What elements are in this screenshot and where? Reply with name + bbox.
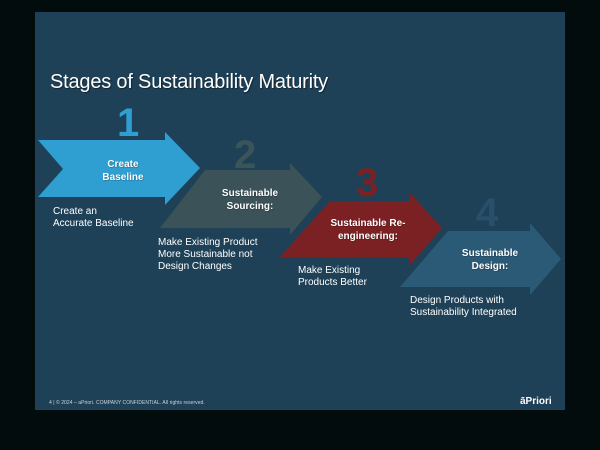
stage-3-label-line1: Sustainable Re-	[330, 218, 406, 229]
stage-2-label-line1: Sustainable	[221, 188, 279, 199]
slide-footer: 4 | © 2024 – aPriori. COMPANY CONFIDENTI…	[49, 400, 205, 406]
stage-2-description-line1: Make Existing Product	[158, 237, 258, 248]
stage-4-label-line2: Design:	[471, 261, 509, 272]
stages-diagram	[38, 132, 561, 295]
stage-2-label-line2: Sourcing:	[226, 201, 274, 212]
stage-2-description: Make Existing Product More Sustainable n…	[158, 237, 258, 273]
stage-4-description: Design Products with Sustainability Inte…	[410, 295, 517, 319]
stage-4-label-line1: Sustainable	[461, 248, 519, 259]
stage-2-label: Sustainable Sourcing:	[210, 187, 290, 213]
stage-2-number: 2	[234, 133, 257, 177]
stage-1-description: Create an Accurate Baseline	[53, 206, 134, 230]
stage-3-arrow	[280, 193, 442, 265]
apriori-logo: āPriori	[520, 396, 552, 407]
stage-1-label-line1: Create	[107, 159, 139, 170]
stage-3-description-line2: Products Better	[298, 277, 367, 288]
stage-1-description-line1: Create an	[53, 206, 97, 217]
stage-1-description-line2: Accurate Baseline	[53, 218, 134, 229]
stage-1-number: 1	[117, 101, 140, 145]
stage-2-description-line3: Design Changes	[158, 261, 232, 272]
stage-3-label: Sustainable Re- engineering:	[318, 217, 418, 243]
slide-title: Stages of Sustainability Maturity	[50, 71, 328, 93]
stage-1-arrow	[38, 132, 200, 205]
stage-1-label-line2: Baseline	[102, 172, 144, 183]
stage-3-description-line1: Make Existing	[298, 265, 361, 276]
stage-2-arrow	[160, 163, 322, 235]
stage-3-description: Make Existing Products Better	[298, 265, 367, 289]
stage-4-description-line1: Design Products with	[410, 295, 504, 306]
stage-4-description-line2: Sustainability Integrated	[410, 307, 517, 318]
stage-3-label-line2: engineering:	[337, 231, 398, 242]
stage-4-number: 4	[476, 191, 499, 235]
stage-4-label: Sustainable Design:	[450, 247, 530, 273]
slide: Stages of Sustainability Maturity 1 2 3 …	[35, 12, 565, 410]
stage-2-description-line2: More Sustainable not	[158, 249, 253, 260]
stage-3-number: 3	[356, 161, 379, 205]
stage-1-label: Create Baseline	[95, 158, 151, 184]
stage-4-arrow	[400, 223, 561, 295]
